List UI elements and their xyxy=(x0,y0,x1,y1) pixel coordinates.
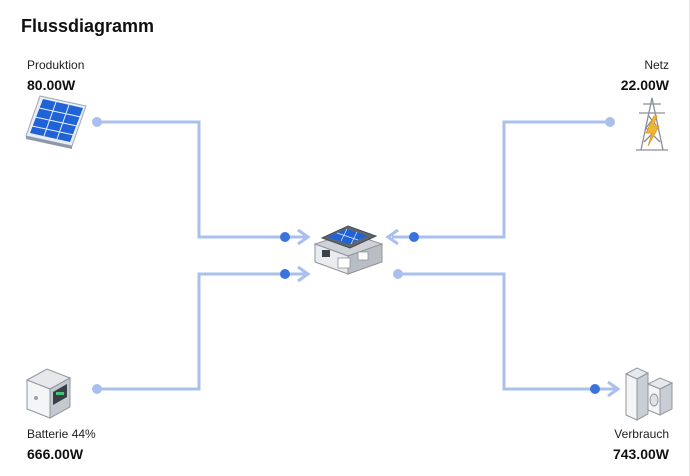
origin-dots xyxy=(92,117,615,394)
solar-panel-icon xyxy=(25,95,87,149)
grid-origin-dot xyxy=(605,117,615,127)
production-origin-dot xyxy=(92,117,102,127)
battery-storage-icon xyxy=(25,368,72,419)
grid-label: Netz xyxy=(644,58,669,72)
consumption-value: 743.00W xyxy=(612,446,669,462)
battery-origin-dot xyxy=(92,384,102,394)
consumption-label: Verbrauch xyxy=(614,427,669,441)
arrow-into-house-icon xyxy=(297,228,311,246)
appliances-icon xyxy=(624,367,674,421)
house-origin-dot xyxy=(393,269,403,279)
grid-flow-dot xyxy=(409,232,419,242)
battery-flow-dot xyxy=(280,269,290,279)
consumption-flow-line xyxy=(398,272,616,391)
flow-dots xyxy=(280,232,600,394)
arrow-into-house-icon xyxy=(385,228,399,246)
consumption-flow-dot xyxy=(590,384,600,394)
battery-flow-line xyxy=(97,272,306,391)
arrow-into-house-icon xyxy=(297,265,311,283)
production-flow-dot xyxy=(280,232,290,242)
house-icon xyxy=(313,225,384,275)
arrow-into-consumption-icon xyxy=(607,380,621,398)
production-label: Produktion xyxy=(27,58,85,72)
production-value: 80.00W xyxy=(27,77,76,93)
flow-arrows xyxy=(297,228,621,398)
production-flow-line xyxy=(97,120,306,239)
card-title: Flussdiagramm xyxy=(21,16,155,36)
grid-value: 22.00W xyxy=(620,77,669,93)
power-pylon-icon xyxy=(636,97,668,151)
battery-value: 666.00W xyxy=(27,446,84,462)
battery-label: Batterie 44% xyxy=(27,427,96,441)
grid-flow-line xyxy=(392,120,610,239)
flow-lines xyxy=(97,120,616,391)
